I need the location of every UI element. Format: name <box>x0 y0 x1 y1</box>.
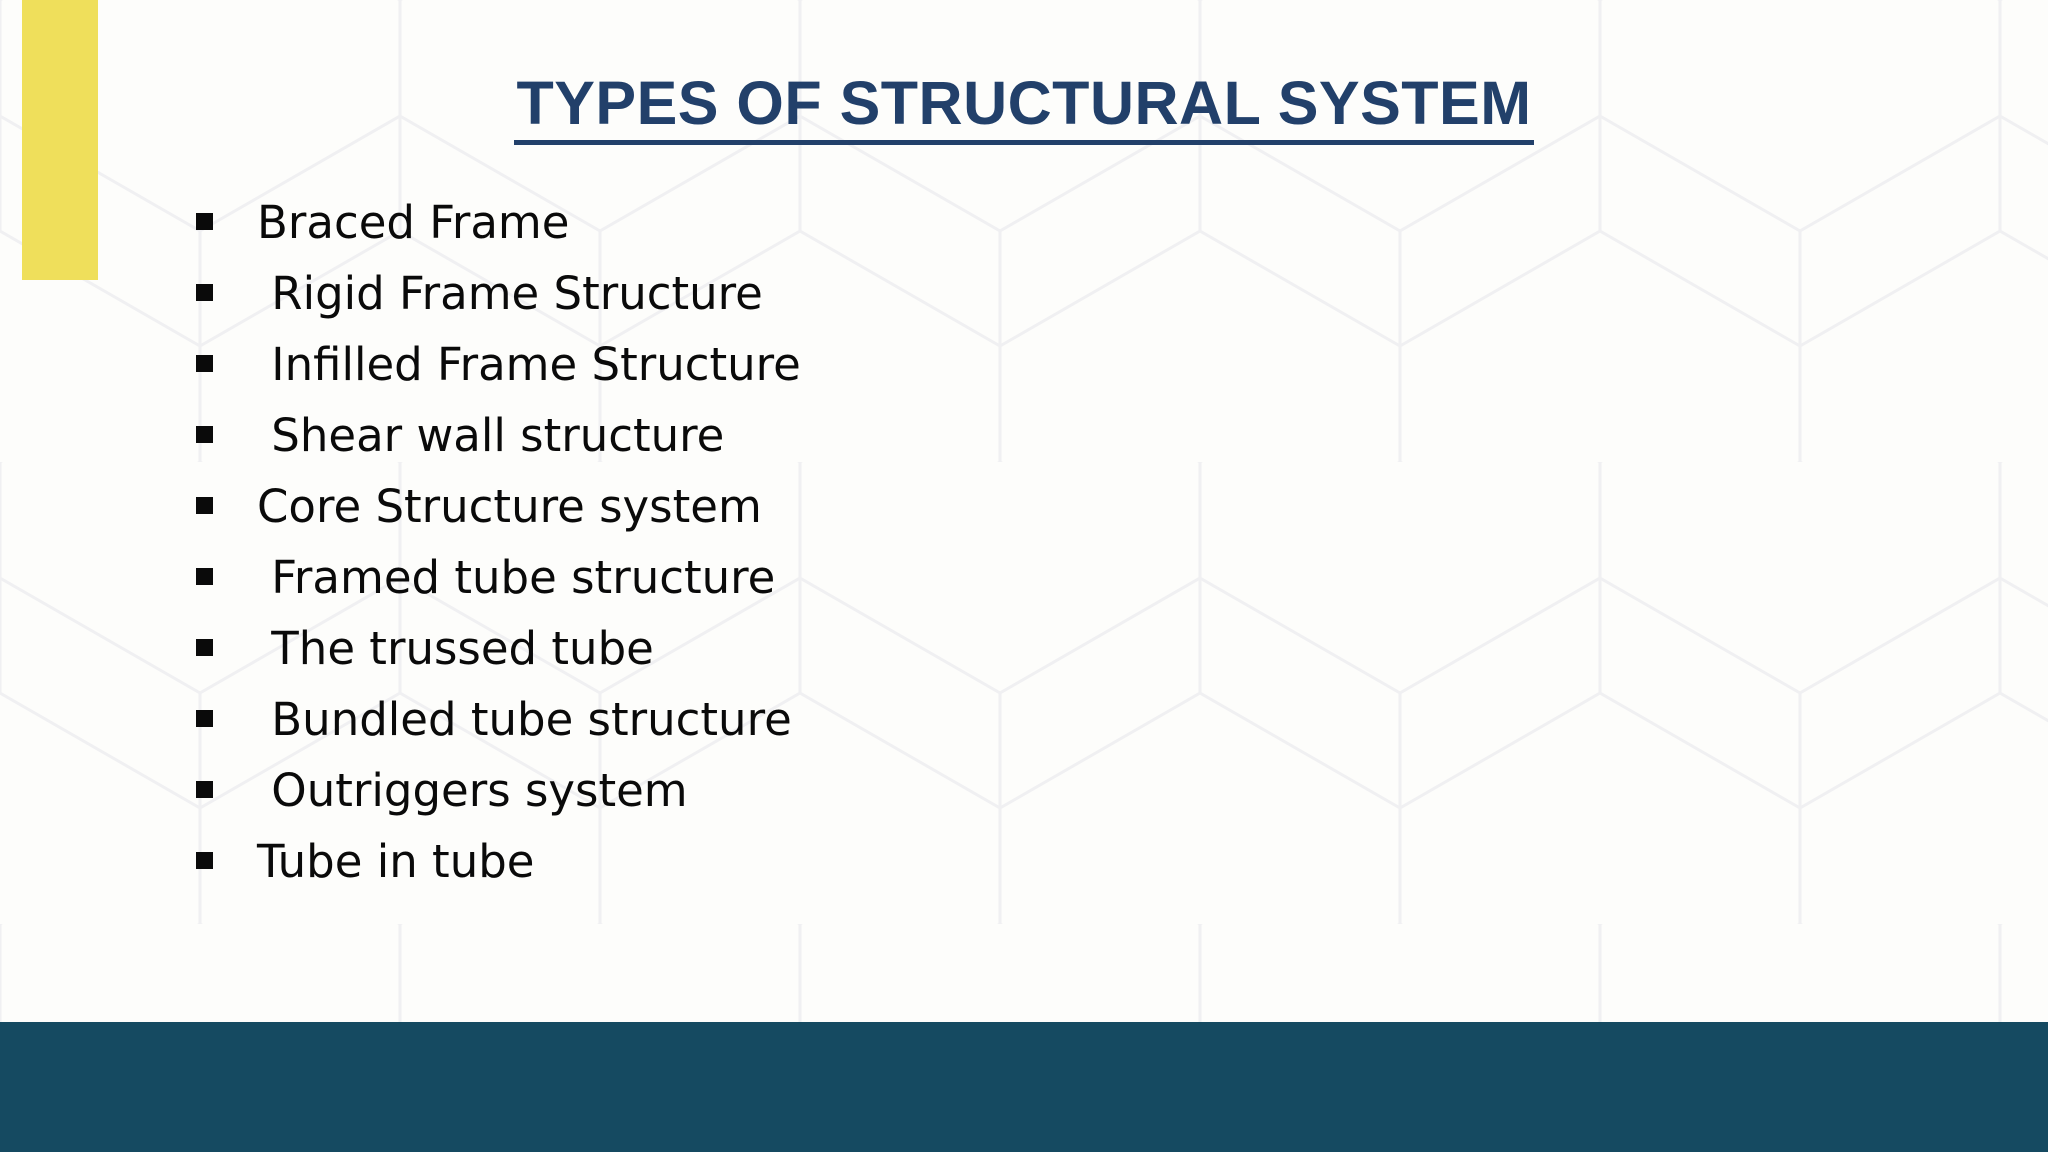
list-item-label: Core Structure system <box>257 480 762 533</box>
list-item: Infilled Frame Structure <box>196 334 801 405</box>
list-item-label: Outriggers system <box>257 764 688 817</box>
list-item: Shear wall structure <box>196 405 801 476</box>
square-bullet-icon <box>196 284 213 301</box>
square-bullet-icon <box>196 426 213 443</box>
list-item: Core Structure system <box>196 476 801 547</box>
list-item-label: Shear wall structure <box>257 409 725 462</box>
square-bullet-icon <box>196 852 213 869</box>
square-bullet-icon <box>196 497 213 514</box>
list-item: Bundled tube structure <box>196 689 801 760</box>
list-item-label: Tube in tube <box>257 835 535 888</box>
list-item-label: The trussed tube <box>257 622 654 675</box>
list-item: Braced Frame <box>196 192 801 263</box>
list-item-label: Bundled tube structure <box>257 693 792 746</box>
list-item-label: Framed tube structure <box>257 551 776 604</box>
title-container: TYPES OF STRUCTURAL SYSTEM <box>0 72 2048 146</box>
list-item-label: Infilled Frame Structure <box>257 338 801 391</box>
square-bullet-icon <box>196 568 213 585</box>
bottom-decorative-band <box>0 1022 2048 1152</box>
list-item: Tube in tube <box>196 831 801 902</box>
list-item: The trussed tube <box>196 618 801 689</box>
square-bullet-icon <box>196 710 213 727</box>
list-item-label: Braced Frame <box>257 196 570 249</box>
list-item-label: Rigid Frame Structure <box>257 267 763 320</box>
square-bullet-icon <box>196 213 213 230</box>
list-item: Rigid Frame Structure <box>196 263 801 334</box>
square-bullet-icon <box>196 781 213 798</box>
bullet-list: Braced Frame Rigid Frame Structure Infil… <box>196 192 801 902</box>
list-item: Framed tube structure <box>196 547 801 618</box>
square-bullet-icon <box>196 639 213 656</box>
square-bullet-icon <box>196 355 213 372</box>
list-item: Outriggers system <box>196 760 801 831</box>
page-title: TYPES OF STRUCTURAL SYSTEM <box>514 72 1534 146</box>
